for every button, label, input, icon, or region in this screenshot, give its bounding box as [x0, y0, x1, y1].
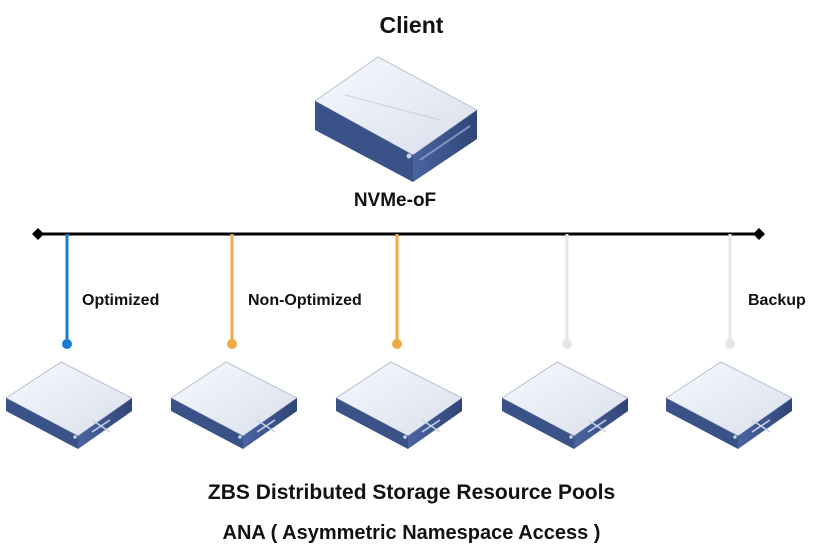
bus-left-end-marker: [32, 228, 44, 240]
storage-node-icon: [335, 361, 463, 449]
protocol-label: NVMe-oF: [353, 190, 437, 211]
client-server-icon: [314, 56, 478, 182]
ana-title: ANA ( Asymmetric Namespace Access ): [222, 522, 601, 544]
path-endpoint-backup-1: [562, 339, 572, 349]
path-label-optimized: Optimized: [82, 292, 160, 309]
path-endpoint-optimized: [62, 339, 72, 349]
bus-right-end-marker: [753, 228, 765, 240]
storage-node-icon: [501, 361, 629, 449]
path-endpoint-backup-2: [725, 339, 735, 349]
path-label-backup: Backup: [748, 292, 806, 309]
storage-node-icon: [5, 361, 133, 449]
pool-title: ZBS Distributed Storage Resource Pools: [207, 481, 616, 504]
storage-node-icon: [170, 361, 298, 449]
client-title: Client: [379, 12, 444, 38]
storage-node-icon: [665, 361, 793, 449]
path-endpoint-non-optimized-1: [227, 339, 237, 349]
path-label-non-optimized: Non-Optimized: [248, 292, 362, 309]
path-endpoint-non-optimized-2: [392, 339, 402, 349]
